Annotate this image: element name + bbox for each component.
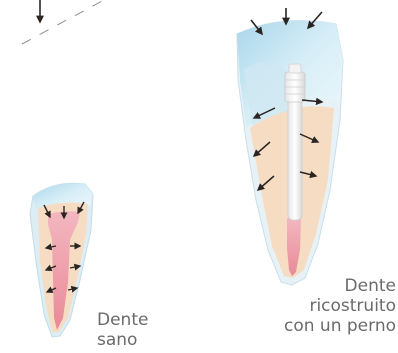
partial-arrow-group: [22, 0, 104, 44]
rebuilt-tooth: [237, 8, 343, 285]
rebuilt-tooth-label-line-3: con un perno: [284, 316, 396, 336]
rebuilt-tooth-label-line-1: Dente: [284, 276, 396, 296]
rebuilt-tooth-label: Dente ricostruito con un perno: [284, 276, 396, 336]
healthy-tooth: [30, 183, 93, 337]
healthy-tooth-label-line-2: sano: [97, 330, 148, 350]
dashed-line: [22, 0, 104, 44]
healthy-tooth-label: Dente sano: [97, 310, 148, 350]
healthy-tooth-label-line-1: Dente: [97, 310, 148, 330]
dental-post-shaft: [288, 98, 302, 220]
dental-post: [285, 64, 305, 220]
rebuilt-tooth-label-line-2: ricostruito: [284, 296, 396, 316]
